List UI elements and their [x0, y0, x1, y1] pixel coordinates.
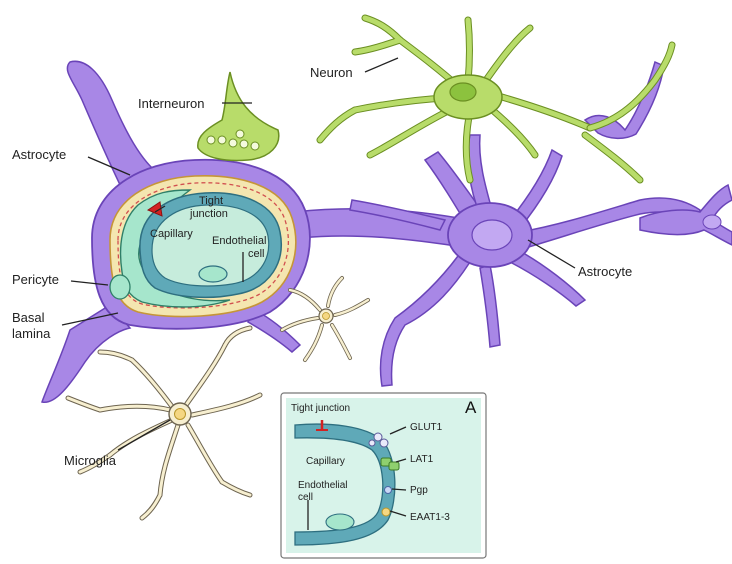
label-astrocyte-right: Astrocyte [578, 264, 632, 279]
label-microglia: Microglia [64, 453, 117, 468]
inset-label-capillary: Capillary [306, 456, 345, 467]
label-pericyte: Pericyte [12, 272, 59, 287]
label-endothelial-2: cell [248, 248, 265, 260]
inset-panel-a: A Tight junction Capillary Endothel [281, 393, 486, 558]
astrocyte-fragment-right [640, 185, 732, 245]
inset-letter: A [465, 398, 477, 417]
inset-label-tight-junction: Tight junction [291, 403, 350, 414]
label-basal-1: Basal [12, 310, 45, 325]
label-tight-junction-1: Tight [199, 195, 223, 207]
label-endothelial-1: Endothelial [212, 235, 266, 247]
label-astrocyte-left: Astrocyte [12, 147, 66, 162]
inset-label-endothelial-2: cell [298, 492, 313, 503]
label-capillary: Capillary [150, 228, 193, 240]
inset-label-endothelial-1: Endothelial [298, 480, 347, 491]
transporter-pgp-icon [385, 487, 392, 494]
astrocyte-right-cell [350, 135, 700, 386]
interneuron-cell [198, 72, 279, 161]
transporter-eaat-icon [382, 508, 390, 516]
label-neuron: Neuron [310, 65, 353, 80]
label-tight-junction-2: junction [189, 208, 228, 220]
neuron-cell [320, 18, 672, 180]
inset-label-glut1: GLUT1 [410, 422, 443, 433]
pericyte-nucleus [110, 275, 130, 299]
label-interneuron: Interneuron [138, 96, 205, 111]
endothelial-nucleus [199, 266, 227, 282]
inset-label-lat1: LAT1 [410, 454, 434, 465]
inset-label-eaat: EAAT1-3 [410, 512, 450, 523]
inset-label-pgp: Pgp [410, 485, 428, 496]
inset-endothelial-nucleus [326, 514, 354, 530]
label-basal-2: lamina [12, 326, 51, 341]
